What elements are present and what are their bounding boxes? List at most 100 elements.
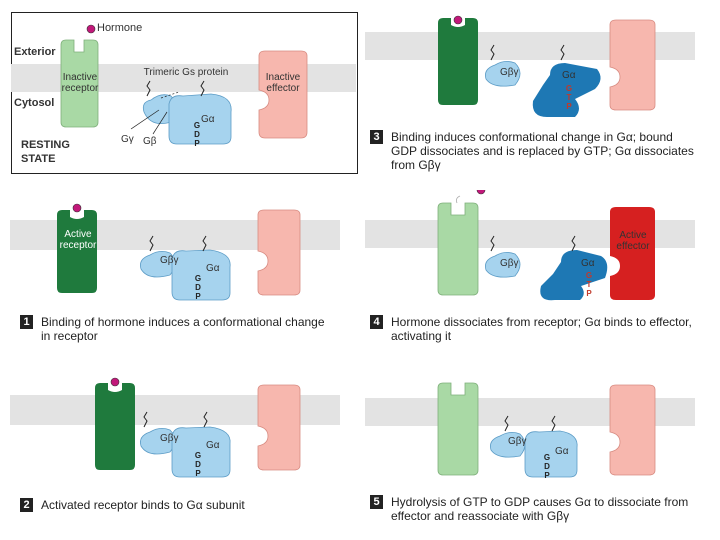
step-number: 2 — [20, 498, 33, 512]
nucleotide-letter: P — [544, 471, 550, 480]
g-alpha-label: Gα — [581, 258, 595, 269]
nucleotide-letter: D — [195, 283, 201, 292]
nucleotide-letter: P — [586, 289, 592, 298]
trimeric-protein-label: Trimeric Gs protein — [143, 67, 229, 78]
inactive-effector-shape — [258, 50, 308, 139]
step-5-caption: 5 Hydrolysis of GTP to GDP causes Gα to d… — [370, 495, 700, 523]
inactive-receptor-shape — [437, 382, 479, 476]
resting-state-label-2: STATE — [21, 153, 56, 165]
panel-resting: Hormone Exterior Cytosol Inactive recept… — [11, 12, 356, 172]
lipid-anchor-icon — [504, 415, 509, 432]
g-beta-gamma-shape — [485, 252, 521, 278]
gdp-p: P — [194, 139, 200, 148]
lipid-anchor-icon — [551, 415, 556, 432]
exterior-label: Exterior — [14, 46, 56, 58]
step-4-caption: 4 Hormone dissociates from receptor; Gα b… — [370, 315, 700, 343]
g-alpha-active-shape — [540, 250, 608, 301]
nucleotide-letter: G — [565, 84, 573, 93]
lipid-anchor-icon — [143, 411, 148, 428]
resting-state-frame — [11, 12, 358, 174]
step-text: Hormone dissociates from receptor; Gα bi… — [391, 315, 692, 343]
lipid-anchor-icon — [200, 80, 205, 97]
panel-step-2: Gβγ Gα G D P 2 Activated receptor binds t… — [10, 370, 340, 530]
leader-line — [130, 109, 160, 130]
step-3-caption: 3 Binding induces conformational change i… — [370, 130, 700, 172]
lipid-anchor-icon — [203, 411, 208, 428]
step-number: 1 — [20, 315, 33, 329]
step-text: Activated receptor binds to Gα subunit — [41, 498, 245, 512]
inactive-receptor-label: Inactive receptor — [61, 72, 99, 94]
g-alpha-shape — [171, 426, 231, 478]
g-beta-gamma-label: Gβγ — [160, 433, 179, 444]
nucleotide-letter: T — [566, 93, 572, 102]
g-beta-gamma-label: Gβγ — [500, 258, 519, 269]
step-number: 4 — [370, 315, 383, 329]
active-receptor-label: Active receptor — [59, 229, 97, 251]
inactive-effector-shape — [257, 209, 301, 296]
hormone-icon — [453, 15, 463, 25]
g-alpha-shape — [168, 93, 232, 145]
g-alpha-label: Gα — [201, 114, 215, 125]
g-beta-gamma-shape — [485, 61, 521, 87]
nucleotide-letter: G — [543, 453, 551, 462]
g-beta-gamma-label: Gβγ — [508, 436, 527, 447]
active-receptor-shape — [95, 383, 135, 470]
g-beta-gamma-label: Gβγ — [160, 255, 179, 266]
lipid-anchor-icon — [571, 235, 576, 252]
nucleotide-letter: T — [586, 280, 592, 289]
gdp-g: G — [193, 121, 201, 130]
step-2-caption: 2 Activated receptor binds to Gα subunit — [20, 498, 338, 512]
inactive-effector-label: Inactive effector — [265, 72, 301, 94]
hormone-icon — [86, 24, 96, 34]
hormone-icon — [72, 203, 82, 213]
step-number: 3 — [370, 130, 383, 144]
nucleotide-letter: P — [195, 292, 201, 301]
lipid-anchor-icon — [146, 80, 151, 97]
nucleotide-letter: G — [194, 451, 202, 460]
g-alpha-shape — [171, 249, 231, 301]
step-5-diagram — [365, 382, 695, 478]
step-3-diagram — [365, 15, 695, 117]
step-4-diagram — [365, 190, 695, 301]
panel-step-5: Gβγ Gα G D P 5 Hydrolysis of GTP to GDP c… — [365, 370, 700, 535]
g-beta-gamma-shape — [140, 251, 176, 278]
inactive-effector-shape — [609, 384, 656, 476]
step-1-caption: 1 Binding of hormone induces a conformati… — [20, 315, 338, 343]
nucleotide-letter: P — [566, 102, 572, 111]
active-receptor-shape — [438, 18, 478, 105]
step-number: 5 — [370, 495, 383, 509]
g-alpha-label: Gα — [555, 446, 569, 457]
dissociation-path — [456, 195, 461, 204]
g-gamma-label: Gγ — [121, 134, 134, 145]
nucleotide-letter: D — [195, 460, 201, 469]
step-text: Hydrolysis of GTP to GDP causes Gα to di… — [391, 495, 689, 523]
active-effector-shape — [610, 207, 655, 300]
nucleotide-letter: G — [194, 274, 202, 283]
g-alpha-label: Gα — [206, 263, 220, 274]
g-beta-label: Gβ — [143, 136, 157, 147]
resting-diagram — [11, 24, 356, 145]
step-1-diagram — [10, 203, 340, 301]
nucleotide-letter: P — [195, 469, 201, 478]
g-alpha-shape — [524, 430, 578, 478]
step-2-diagram — [10, 377, 340, 478]
gdp-d: D — [194, 130, 200, 139]
hormone-icon — [476, 190, 486, 195]
active-receptor-shape — [57, 210, 97, 293]
inactive-receptor-shape — [60, 39, 99, 128]
nucleotide-letter: D — [544, 462, 550, 471]
nucleotide-letter: G — [585, 271, 593, 280]
resting-state-label-1: RESTING — [21, 139, 70, 151]
g-beta-gamma-shape — [490, 432, 526, 458]
step-text: Binding of hormone induces a conformatio… — [41, 315, 325, 343]
active-effector-label: Active effector — [616, 230, 650, 252]
g-alpha-label: Gα — [206, 440, 220, 451]
lipid-anchor-icon — [560, 44, 565, 61]
leader-line — [160, 91, 180, 99]
hormone-icon — [110, 377, 120, 387]
step-text: Binding induces conformational change in… — [391, 130, 694, 172]
inactive-receptor-shape — [437, 202, 479, 296]
inactive-effector-shape — [257, 384, 301, 471]
hormone-label: Hormone — [97, 22, 143, 34]
